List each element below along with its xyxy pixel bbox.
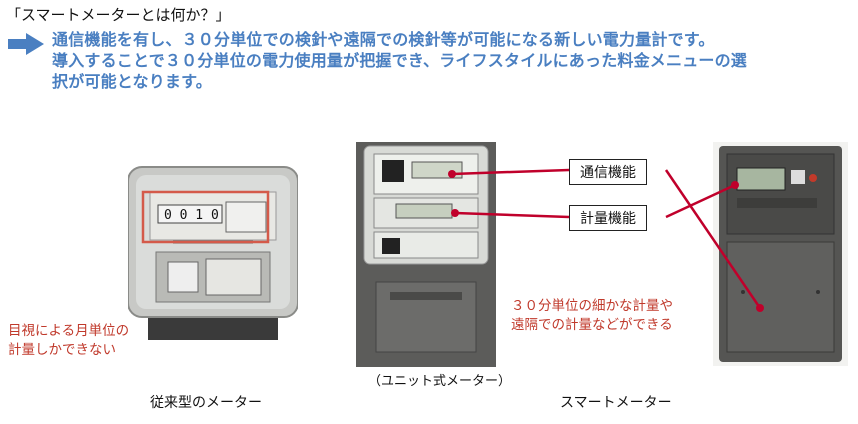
conventional-note-line-2: 計量しかできない <box>8 342 116 358</box>
smart-meter-note: ３０分単位の細かな計量や 遠隔での計量などができる <box>511 297 673 335</box>
smart-note-line-2: 遠隔での計量などができる <box>511 317 673 333</box>
meter-reading-text: 0 0 1 0 4 <box>164 208 235 223</box>
page-title: 「スマートメーターとは何か？」 <box>6 6 231 24</box>
lead-line-1: 通信機能を有し、３０分単位での検針や遠隔での検針等が可能になる新しい電力量計です… <box>52 30 715 49</box>
right-arrow-icon <box>8 33 44 55</box>
measurement-function-callout: 計量機能 <box>569 205 647 231</box>
smart-meter-photo <box>713 142 848 366</box>
conventional-note-line-1: 目視による月単位の <box>8 323 130 339</box>
smart-meter-label: スマートメーター <box>560 395 672 411</box>
conventional-meter-note: 目視による月単位の 計量しかできない <box>8 322 129 360</box>
lead-description: 通信機能を有し、３０分単位での検針や遠隔での検針等が可能になる新しい電力量計です… <box>52 29 832 92</box>
unit-type-meter-label: （ユニット式メーター） <box>368 374 512 389</box>
lead-line-3: 択が可能となります。 <box>52 72 212 91</box>
smart-note-line-1: ３０分単位の細かな計量や <box>511 298 673 314</box>
conventional-meter-label: 従来型のメーター <box>150 395 262 411</box>
communication-function-callout: 通信機能 <box>569 159 647 185</box>
lead-line-2: 導入することで３０分単位の電力使用量が把握でき、ライフスタイルにあった料金メニュ… <box>52 51 748 70</box>
conventional-meter-photo: 0 0 1 0 4 <box>128 157 298 340</box>
unit-type-meter-photo <box>356 142 496 367</box>
